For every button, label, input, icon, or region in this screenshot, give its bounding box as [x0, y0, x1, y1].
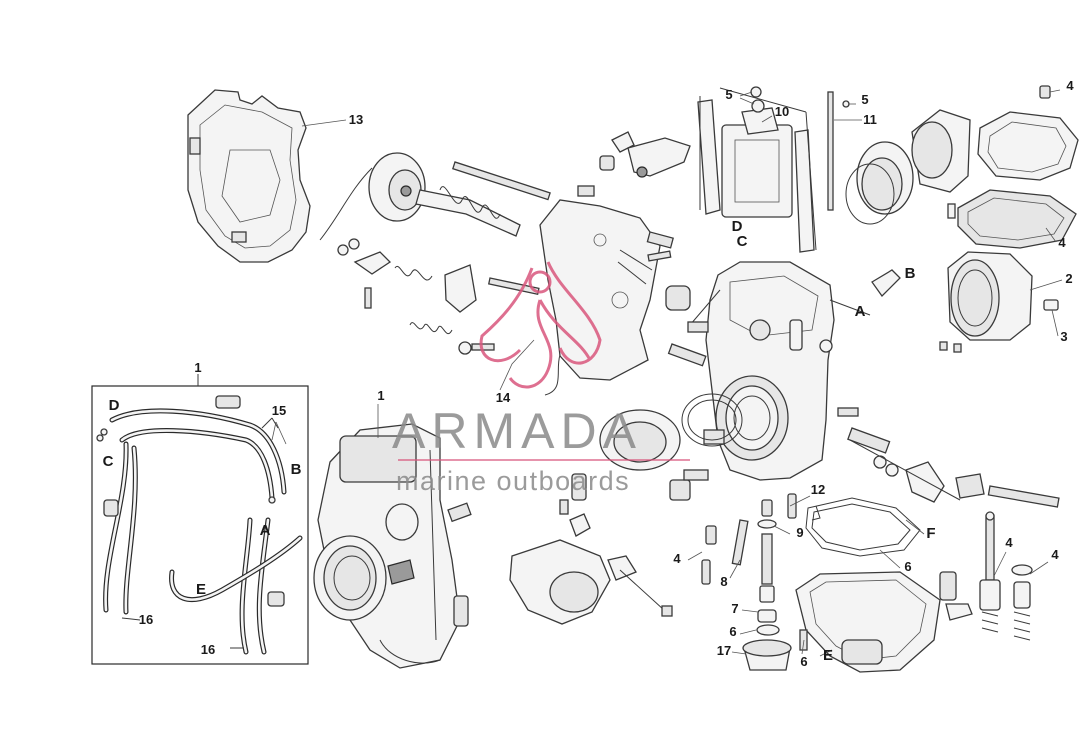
throttle-shaft-assembly [319, 152, 551, 355]
callout-number: 5 [725, 87, 732, 102]
callout-number: 13 [349, 112, 363, 127]
accel-pump-parts [509, 469, 709, 625]
jets-stack [701, 493, 821, 671]
callout-number: 17 [717, 643, 731, 658]
callout-number: 6 [904, 559, 911, 574]
intake-boot [845, 109, 971, 225]
carb-main-body [646, 231, 871, 481]
part-13-shroud [187, 89, 311, 263]
callout-number: 2 [1065, 271, 1072, 286]
fittings-right [837, 269, 1060, 508]
callout-number: 6 [800, 654, 807, 669]
connection-letter: E [823, 647, 833, 664]
callout-number: 4 [1005, 535, 1013, 550]
spring-stacks [979, 511, 1033, 641]
leader-lines [271, 89, 1063, 657]
watermark-logo [479, 261, 602, 389]
part-1-complete-carburetor [313, 423, 472, 669]
callout-number: 15 [272, 403, 286, 418]
callout-number: 5 [861, 92, 868, 107]
callout-number: 8 [720, 574, 727, 589]
callout-number: 14 [496, 390, 511, 405]
watermark-tagline: marine outboards [396, 466, 630, 496]
float-bowl [795, 497, 973, 673]
link-plate [539, 185, 661, 396]
callout-number: 1 [377, 388, 384, 403]
callout-number: 4 [673, 551, 681, 566]
callout-number: 4 [1066, 78, 1074, 93]
connection-letter: E [196, 581, 206, 598]
connection-letter: F [926, 525, 935, 542]
callout-number: 6 [729, 624, 736, 639]
watermark-brand: ARMADA [392, 403, 642, 459]
part-2-bore-housing [939, 251, 1059, 353]
connection-letter: C [737, 233, 748, 250]
callout-number: 16 [139, 612, 153, 627]
hose-kit-box [91, 374, 309, 665]
connection-letter: B [291, 461, 302, 478]
callout-number: 9 [796, 525, 803, 540]
ring-boot [599, 393, 743, 471]
top-cap [947, 85, 1079, 249]
callout-number: 12 [811, 482, 825, 497]
callout-number: 1 [194, 360, 201, 375]
connection-letter: A [260, 522, 271, 539]
callout-number: 10 [775, 104, 789, 119]
callout-number: 4 [1051, 547, 1059, 562]
connection-letter: A [855, 303, 866, 320]
callout-number: 11 [863, 112, 877, 127]
callout-number: 3 [1060, 329, 1067, 344]
connection-letter: B [905, 265, 916, 282]
connection-letter: C [103, 453, 114, 470]
connection-letter: D [109, 397, 120, 414]
callout-number: 16 [201, 642, 215, 657]
upper-slide-parts [599, 86, 850, 253]
callout-number: 4 [1058, 235, 1066, 250]
callout-number: 7 [731, 601, 738, 616]
connection-letter: D [732, 218, 743, 235]
watermark: ARMADA marine outboards [392, 261, 690, 496]
